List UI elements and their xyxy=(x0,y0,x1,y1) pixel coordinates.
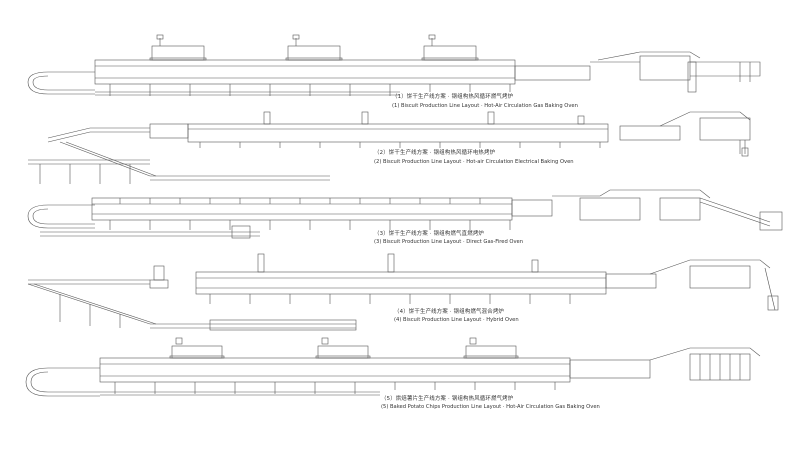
line-5-caption-en: (5) Baked Potato Chips Production Line L… xyxy=(381,404,600,410)
line-2-caption-en: (2) Biscuit Production Line Layout · Hot… xyxy=(374,159,574,165)
line-4-caption-en: (4) Biscuit Production Line Layout · Hyb… xyxy=(394,317,519,323)
line-4-drawing xyxy=(27,253,779,331)
line-2-caption-zh: （2）饼干生产线方案 · 钢组构热风循环电热烤炉 xyxy=(374,150,496,156)
line-5-drawing xyxy=(25,337,761,397)
line-4-caption-zh: （4）饼干生产线方案 · 钢组构燃气混合烤炉 xyxy=(394,309,505,315)
line-1-drawing xyxy=(27,34,761,96)
line-1-caption-en: (1) Biscuit Production Line Layout · Hot… xyxy=(392,103,578,109)
line-3-caption-en: (3) Biscuit Production Line Layout · Dir… xyxy=(374,239,524,245)
line-5-caption-zh: （5）烘焙薯片生产线方案 · 钢组构热风循环燃气烤炉 xyxy=(381,396,514,402)
line-3-caption-zh: （3）饼干生产线方案 · 钢组构燃气直燃烤炉 xyxy=(374,231,485,237)
line-2-drawing xyxy=(28,111,751,184)
line-3-drawing xyxy=(27,189,783,239)
line-1-caption-zh: （1）饼干生产线方案 · 钢组构热风循环燃气烤炉 xyxy=(392,94,514,100)
